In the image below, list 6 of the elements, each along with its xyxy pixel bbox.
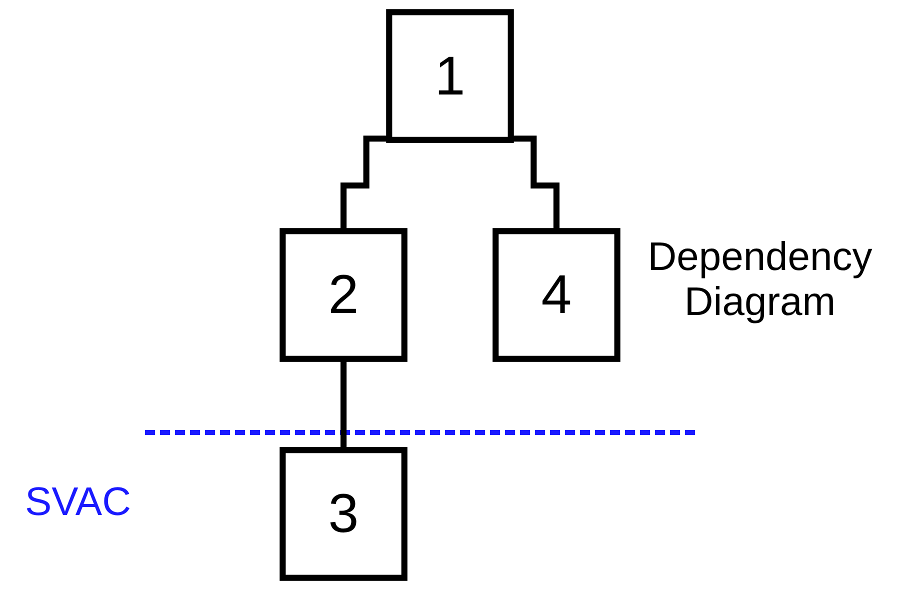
section-label: SVAC <box>25 480 131 525</box>
node-box: 1 <box>386 9 514 143</box>
node-box: 4 <box>492 228 620 362</box>
diagram-title: Dependency Diagram <box>646 235 874 325</box>
node-box: 3 <box>280 447 408 581</box>
node-box: 2 <box>280 228 408 362</box>
